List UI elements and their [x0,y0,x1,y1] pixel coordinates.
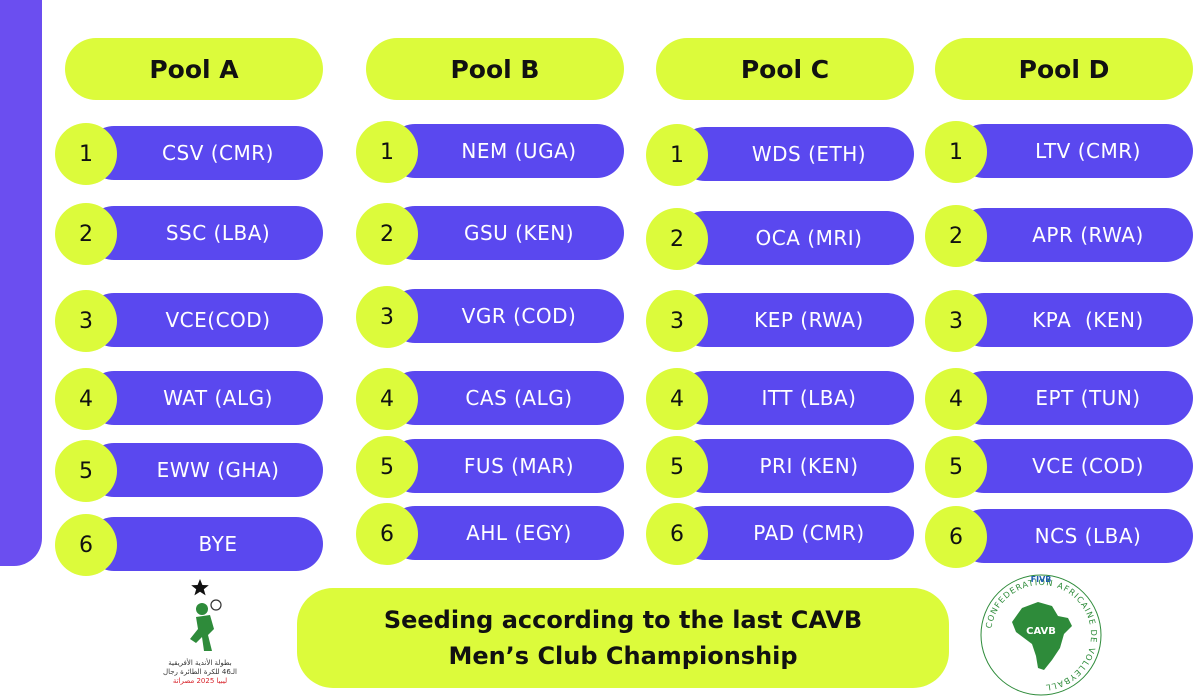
seed-badge: 2 [646,208,708,270]
seed-badge: 1 [356,121,418,183]
left-accent-stripe [0,0,42,566]
seed-badge: 1 [646,124,708,186]
team-name: NCS (LBA) [957,509,1193,563]
team-name: CAS (ALG) [388,371,624,425]
team-row: FUS (MAR) 5 [356,436,626,498]
seeding-note-banner: Seeding according to the last CAVB Men’s… [297,588,949,688]
pool-header: Pool A [65,38,323,100]
tournament-logo-text-line1: بطولة الأندية الأفريقية [168,659,232,667]
seed-badge: 6 [925,506,987,568]
seed-badge: 1 [925,121,987,183]
team-name: NEM (UGA) [388,124,624,178]
pool-header: Pool D [935,38,1193,100]
team-row: PAD (CMR) 6 [646,503,916,565]
team-row: WAT (ALG) 4 [55,368,325,430]
team-name: KEP (RWA) [678,293,914,347]
team-name: EWW (GHA) [87,443,323,497]
team-row: GSU (KEN) 2 [356,203,626,265]
team-name: ITT (LBA) [678,371,914,425]
seed-badge: 4 [646,368,708,430]
team-row: APR (RWA) 2 [925,205,1195,267]
seed-badge: 6 [646,503,708,565]
team-name: PRI (KEN) [678,439,914,493]
team-name: PAD (CMR) [678,506,914,560]
seed-badge: 3 [925,290,987,352]
team-row: OCA (MRI) 2 [646,208,916,270]
pool-header: Pool B [366,38,624,100]
team-name: WDS (ETH) [678,127,914,181]
seed-badge: 3 [356,286,418,348]
team-row: LTV (CMR) 1 [925,121,1195,183]
seed-badge: 5 [925,436,987,498]
team-name: EPT (TUN) [957,371,1193,425]
tournament-logo-text: بطولة الأندية الأفريقية الـ46 للكرة الطا… [150,659,250,686]
tournament-logo-text-line2: الـ46 للكرة الطائرة رجال [163,668,237,676]
seed-badge: 4 [925,368,987,430]
seed-badge: 4 [356,368,418,430]
team-name: LTV (CMR) [957,124,1193,178]
team-row: NCS (LBA) 6 [925,506,1195,568]
fivb-label: FIVB [1031,575,1052,584]
team-row: VCE(COD) 3 [55,290,325,352]
team-name: FUS (MAR) [388,439,624,493]
seed-badge: 3 [55,290,117,352]
team-name: BYE [87,517,323,571]
tournament-logo-text-line3: ليبيا 2025 مصراتة [172,677,228,685]
pool-c: Pool C WDS (ETH) 1 OCA (MRI) 2 KEP (RWA)… [646,0,916,580]
team-name: OCA (MRI) [678,211,914,265]
seed-badge: 2 [55,203,117,265]
team-row: EWW (GHA) 5 [55,440,325,502]
team-name: VGR (COD) [388,289,624,343]
team-row: CSV (CMR) 1 [55,123,325,185]
seeding-note-line1: Seeding according to the last CAVB [383,606,863,634]
team-row: CAS (ALG) 4 [356,368,626,430]
pool-b: Pool B NEM (UGA) 1 GSU (KEN) 2 VGR (COD)… [356,0,626,580]
cavb-center-label: CAVB [1026,626,1056,637]
team-row: SSC (LBA) 2 [55,203,325,265]
team-row: VGR (COD) 3 [356,286,626,348]
team-name: KPA (KEN) [957,293,1193,347]
pool-header: Pool C [656,38,914,100]
seed-badge: 6 [55,514,117,576]
cavb-logo: CONFEDERATION AFRICAINE DE VOLLEYBALL CA… [978,572,1104,698]
team-row: KPA (KEN) 3 [925,290,1195,352]
team-row: EPT (TUN) 4 [925,368,1195,430]
cavb-emblem-icon: CONFEDERATION AFRICAINE DE VOLLEYBALL CA… [980,574,1102,696]
team-row: AHL (EGY) 6 [356,503,626,565]
seed-badge: 4 [55,368,117,430]
team-name: VCE(COD) [87,293,323,347]
pool-d: Pool D LTV (CMR) 1 APR (RWA) 2 KPA (KEN)… [925,0,1195,580]
seeding-note-line2: Men’s Club Championship [448,642,798,670]
team-name: CSV (CMR) [87,126,323,180]
team-row: BYE 6 [55,514,325,576]
team-row: NEM (UGA) 1 [356,121,626,183]
seed-badge: 5 [356,436,418,498]
seed-badge: 2 [925,205,987,267]
team-name: WAT (ALG) [87,371,323,425]
seed-badge: 6 [356,503,418,565]
tournament-emblem-icon [176,579,224,655]
seed-badge: 1 [55,123,117,185]
team-name: SSC (LBA) [87,206,323,260]
seed-badge: 2 [356,203,418,265]
team-name: APR (RWA) [957,208,1193,262]
team-name: GSU (KEN) [388,206,624,260]
team-row: WDS (ETH) 1 [646,124,916,186]
seed-badge: 3 [646,290,708,352]
tournament-logo: بطولة الأندية الأفريقية الـ46 للكرة الطا… [150,575,250,693]
seed-badge: 5 [646,436,708,498]
seed-badge: 5 [55,440,117,502]
team-row: ITT (LBA) 4 [646,368,916,430]
team-row: PRI (KEN) 5 [646,436,916,498]
pool-a: Pool A CSV (CMR) 1 SSC (LBA) 2 VCE(COD) … [55,0,325,580]
team-row: VCE (COD) 5 [925,436,1195,498]
team-row: KEP (RWA) 3 [646,290,916,352]
team-name: VCE (COD) [957,439,1193,493]
team-name: AHL (EGY) [388,506,624,560]
